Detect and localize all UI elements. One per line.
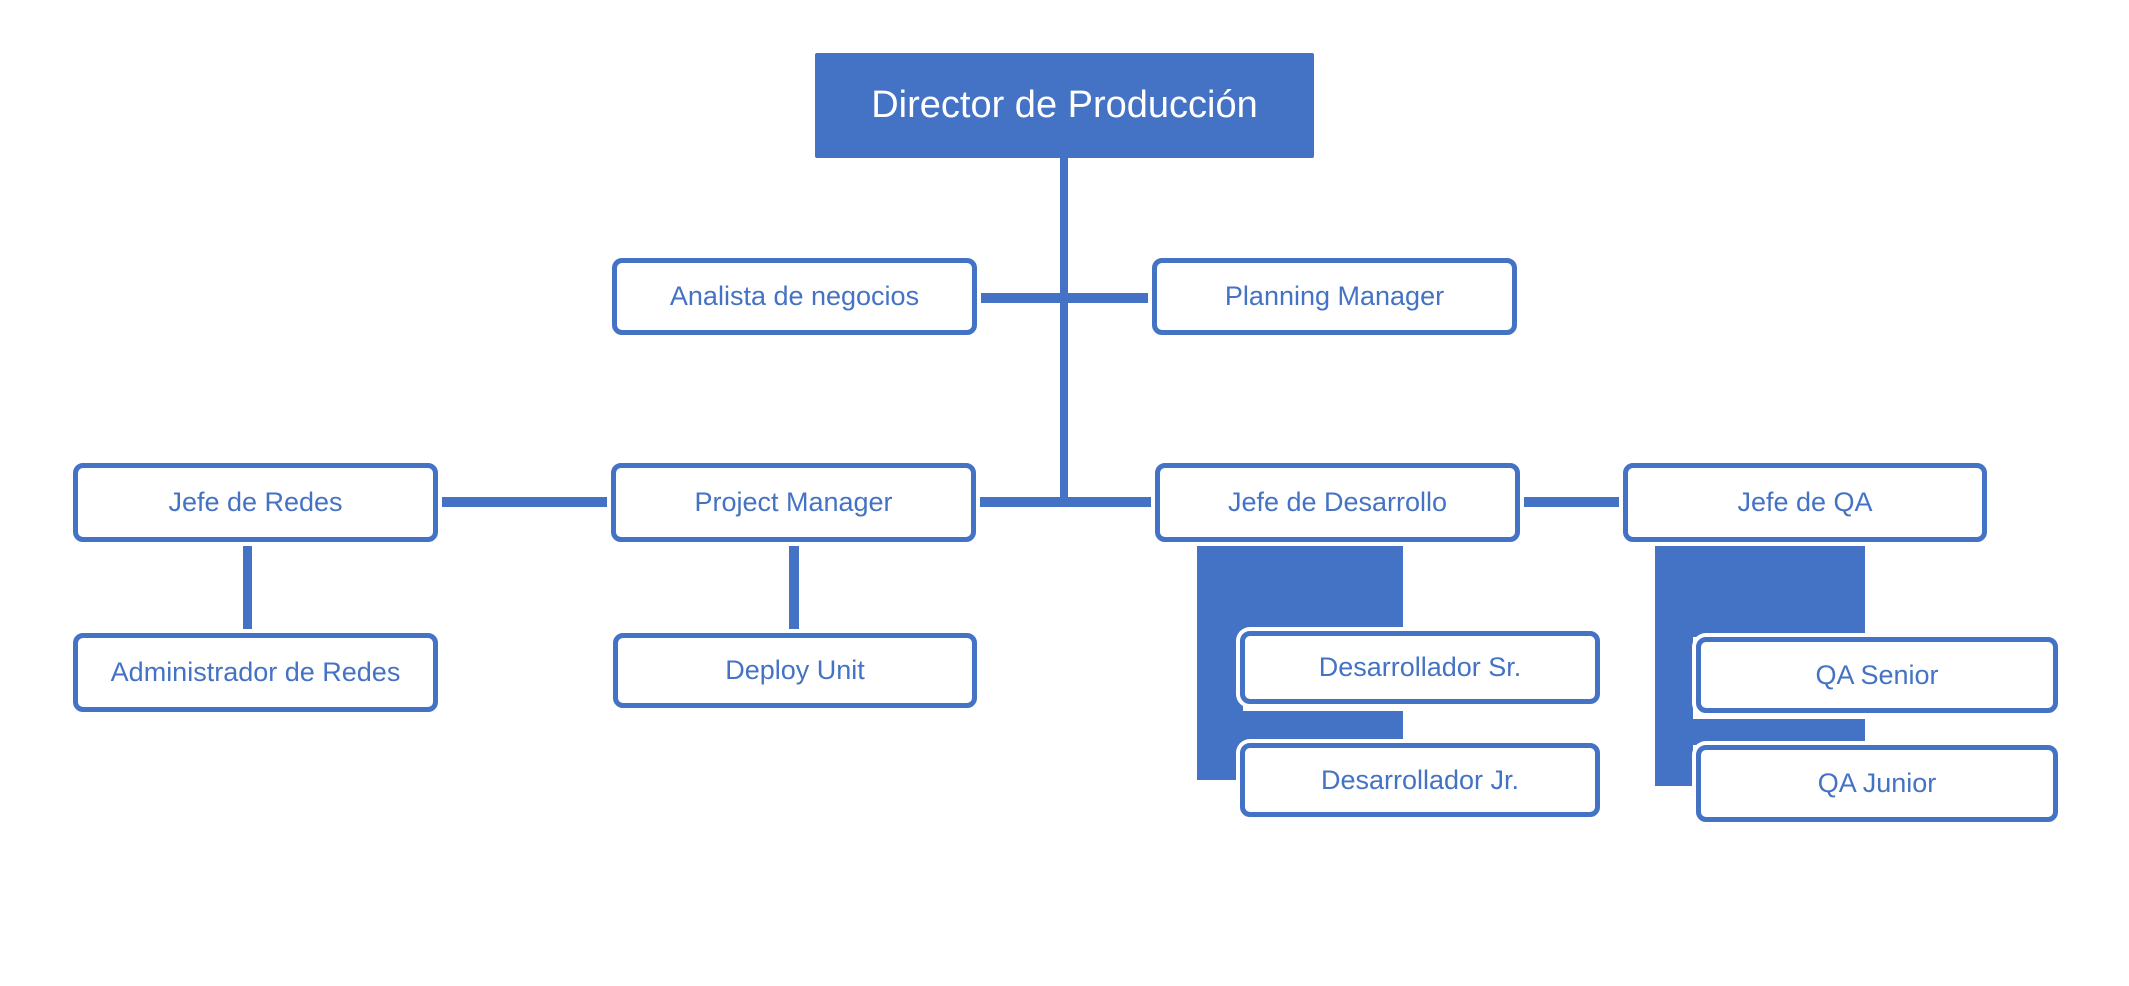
node-jefe-de-desarrollo[interactable]: Jefe de Desarrollo [1155, 463, 1520, 542]
node-qa-senior[interactable]: QA Senior [1696, 637, 2058, 713]
trunk-qa-arm-senior [1655, 542, 1865, 637]
node-jefe-de-qa[interactable]: Jefe de QA [1623, 463, 1987, 542]
node-analista-de-negocios[interactable]: Analista de negocios [612, 258, 977, 335]
connector-pm-vertical [789, 542, 799, 633]
node-label: Project Manager [694, 487, 893, 517]
connector-row2-horizontal [977, 293, 1152, 303]
node-label: Jefe de Desarrollo [1227, 487, 1448, 517]
node-label: Analista de negocios [669, 281, 920, 311]
trunk-desarrollo-arm-sr [1197, 542, 1403, 630]
connector-director-vertical [1060, 158, 1068, 507]
connector-row3-right [1520, 497, 1623, 507]
node-label: Jefe de QA [1737, 487, 1873, 517]
node-qa-junior[interactable]: QA Junior [1696, 745, 2058, 822]
connector-redes-vertical [243, 542, 252, 633]
node-label: QA Senior [1815, 659, 1939, 690]
node-director-de-produccion[interactable]: Director de Producción [815, 53, 1314, 158]
node-project-manager[interactable]: Project Manager [611, 463, 976, 542]
trunk-desarrollo-arm-jr [1197, 711, 1403, 743]
node-planning-manager[interactable]: Planning Manager [1152, 258, 1517, 335]
node-deploy-unit[interactable]: Deploy Unit [613, 633, 977, 708]
node-desarrollador-sr[interactable]: Desarrollador Sr. [1240, 631, 1600, 704]
node-label: Administrador de Redes [110, 657, 401, 687]
connector-row3-middle [976, 497, 1155, 507]
node-label: Jefe de Redes [168, 487, 343, 517]
node-administrador-de-redes[interactable]: Administrador de Redes [73, 633, 438, 712]
node-label: Desarrollador Sr. [1318, 652, 1522, 682]
node-label: Deploy Unit [725, 655, 865, 685]
node-label: Planning Manager [1224, 281, 1445, 311]
node-jefe-de-redes[interactable]: Jefe de Redes [73, 463, 438, 542]
node-label: Desarrollador Jr. [1320, 764, 1520, 795]
node-label: Director de Producción [871, 84, 1258, 126]
trunk-qa-arm-junior [1655, 719, 1865, 745]
node-label: QA Junior [1817, 768, 1937, 798]
connector-row3-left [438, 497, 611, 507]
node-desarrollador-jr[interactable]: Desarrollador Jr. [1240, 743, 1600, 817]
